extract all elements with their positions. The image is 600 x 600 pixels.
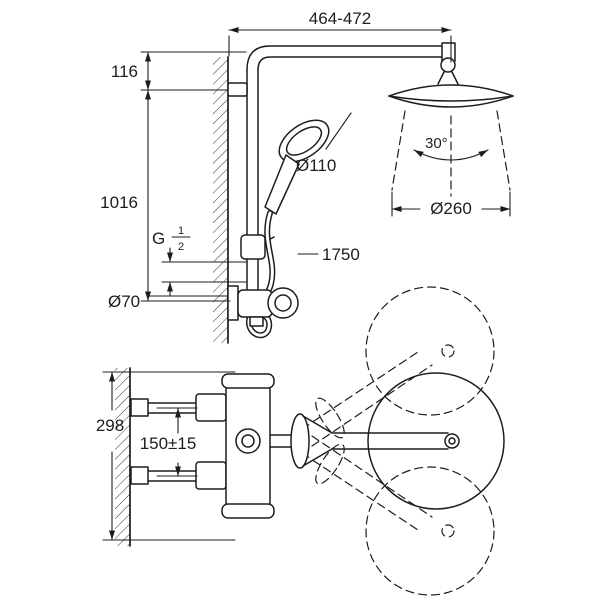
hand-shower-handle (264, 154, 300, 215)
head-shower (388, 84, 514, 108)
wall-plan (115, 367, 131, 547)
dim-hand-shower-leader (325, 112, 352, 150)
dim-riser-height (140, 89, 231, 302)
shower-hose (246, 210, 276, 339)
thread-prefix: G (152, 229, 165, 248)
dim-116-label: 116 (111, 62, 138, 81)
wall-bracket (227, 82, 248, 97)
dim-plan-height (102, 371, 236, 541)
dim-connection-spacing (156, 407, 198, 477)
valve-plan (130, 373, 275, 519)
thread-denominator: 2 (178, 241, 184, 253)
dim-hose-length-label: 1750 (322, 245, 360, 264)
dim-connection-spacing-label: 150±15 (140, 434, 197, 453)
thread-label: G 1 2 (152, 225, 191, 253)
dim-top-width (228, 27, 452, 63)
dim-escutcheon-label: Ø70 (108, 292, 140, 311)
head-shower-plan (367, 372, 505, 510)
wall-elevation (213, 56, 229, 344)
dim-top-width-label: 464-472 (309, 9, 371, 28)
dim-head-diameter (391, 191, 511, 217)
dim-spray-angle-arc (413, 149, 489, 161)
dim-plan-height-label: 298 (96, 416, 124, 435)
spray-cone (391, 110, 511, 197)
dimension-lines (102, 27, 511, 541)
thermostat-valve (227, 285, 299, 327)
thread-numerator: 1 (178, 225, 184, 237)
hand-shower (264, 119, 330, 215)
shower-arm-plan (269, 413, 449, 469)
dim-head-diameter-label: Ø260 (430, 199, 472, 218)
swivel-range (301, 286, 495, 596)
dim-1016-label: 1016 (100, 193, 138, 212)
dim-spray-angle-label: 30° (425, 135, 448, 152)
dim-thread-pointers (161, 247, 248, 297)
shower-riser-pipe (227, 42, 459, 291)
dim-hand-shower-label: Ø110 (296, 156, 336, 175)
dim-arm-to-bracket (140, 51, 247, 91)
